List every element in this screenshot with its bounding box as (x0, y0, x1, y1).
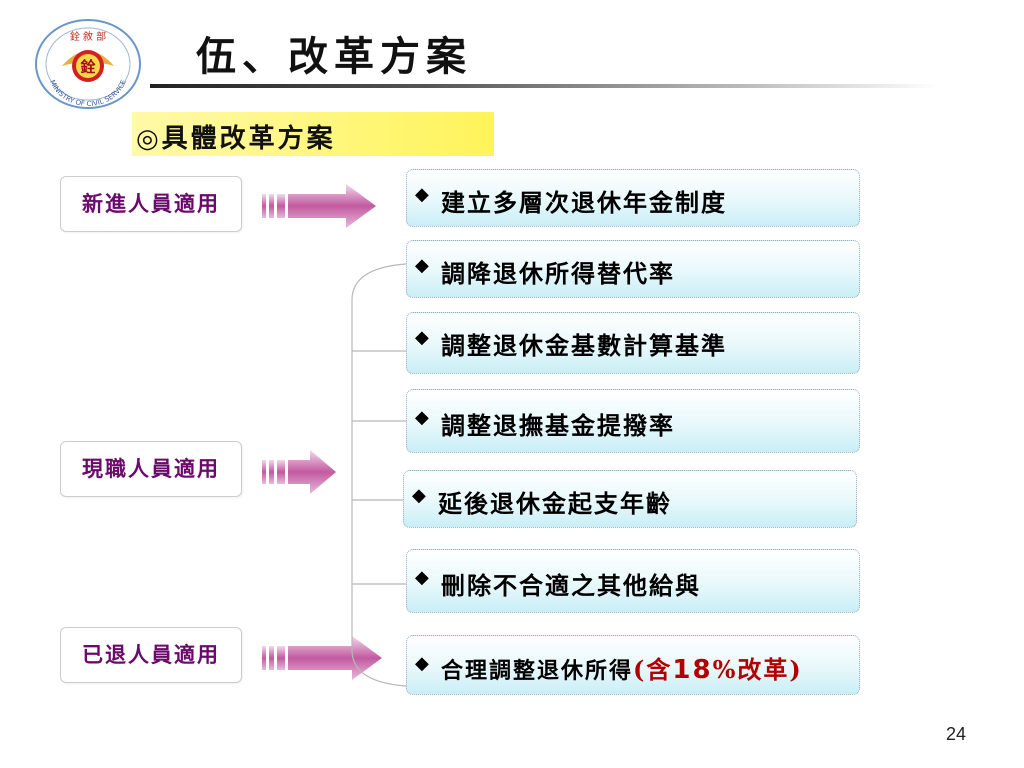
block-arrow-icon (262, 450, 336, 494)
diamond-bullet-icon: ◆ (415, 184, 429, 205)
highlight-open: (含 (633, 655, 673, 684)
subtitle-banner: ◎具體改革方案 (132, 112, 494, 156)
reform-item-text: 建立多層次退休年金制度 (441, 188, 727, 217)
reform-item: ◆ 調整退撫基金提撥率 (406, 389, 860, 453)
ministry-logo: 銓 敘 部 銓 MINISTRY OF CIVIL SERVICE (35, 19, 141, 109)
page-number: 24 (946, 724, 967, 744)
diamond-bullet-icon: ◆ (415, 407, 429, 428)
reform-item-highlight: (含18%改革) (633, 655, 803, 685)
highlight-number: 18 (672, 655, 713, 685)
group-label: 已退人員適用 (82, 642, 220, 667)
diamond-bullet-icon: ◆ (415, 327, 429, 348)
reform-item-text: 合理調整退休所得(含18%改革) (441, 650, 803, 685)
block-arrow-icon (262, 184, 376, 228)
reform-item-text: 刪除不合適之其他給與 (441, 571, 701, 600)
diamond-bullet-icon: ◆ (415, 567, 429, 588)
group-new-staff: 新進人員適用 (60, 176, 242, 232)
reform-item-text: 調降退休所得替代率 (441, 259, 675, 288)
block-arrow-icon (262, 636, 382, 680)
reform-item: ◆ 調整退休金基數計算基準 (406, 312, 860, 374)
svg-text:銓: 銓 (80, 58, 95, 76)
group-label: 現職人員適用 (82, 456, 220, 481)
page-title: 伍、改革方案 (196, 33, 472, 80)
reform-item: ◆ 刪除不合適之其他給與 (406, 549, 860, 613)
reform-item-text: 調整退撫基金提撥率 (441, 411, 675, 440)
group-retired-staff: 已退人員適用 (60, 627, 242, 683)
group-label: 新進人員適用 (82, 191, 220, 216)
reform-item-main-text: 合理調整退休所得 (441, 658, 634, 684)
diamond-bullet-icon: ◆ (415, 653, 429, 674)
title-divider (150, 84, 940, 88)
reform-item-text: 調整退休金基數計算基準 (441, 331, 727, 360)
reform-item: ◆ 延後退休金起支年齡 (403, 470, 857, 528)
reform-item: ◆ 合理調整退休所得(含18%改革) (406, 635, 860, 695)
reform-item: ◆ 調降退休所得替代率 (406, 240, 860, 298)
diamond-bullet-icon: ◆ (415, 255, 429, 276)
subtitle-text: ◎具體改革方案 (136, 124, 336, 154)
svg-text:銓 敘 部: 銓 敘 部 (70, 30, 106, 43)
diamond-bullet-icon: ◆ (412, 485, 426, 506)
group-current-staff: 現職人員適用 (60, 441, 242, 497)
reform-item: ◆ 建立多層次退休年金制度 (406, 169, 860, 227)
highlight-close: %改革) (712, 655, 803, 684)
reform-item-text: 延後退休金起支年齡 (438, 489, 672, 518)
